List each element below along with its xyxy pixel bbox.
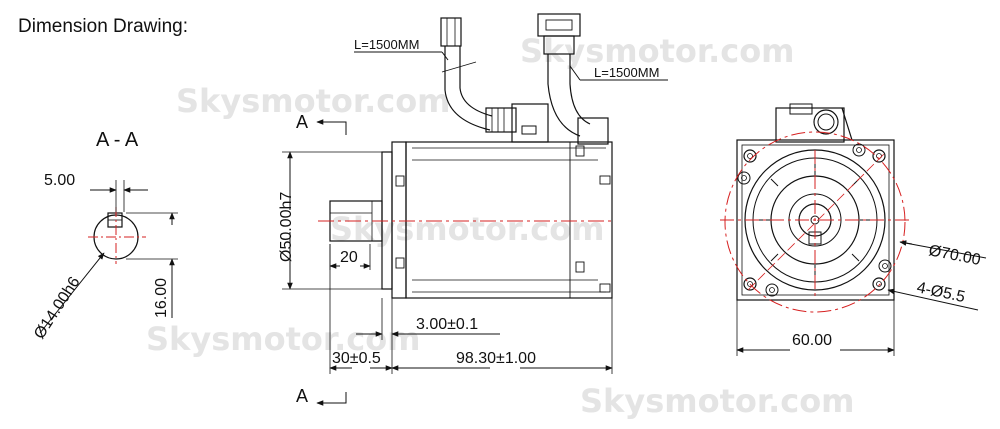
pilot-diameter-label: Ø50.00h7 — [278, 192, 295, 262]
key-width-label: 5.00 — [44, 172, 75, 189]
section-view: A - A 5.00 16.00 Ø14.00h6 — [31, 129, 178, 342]
key-length-label: 20 — [340, 249, 358, 266]
watermark-2: Skysmotor.com — [520, 32, 795, 70]
motor-body — [405, 141, 613, 299]
side-view: A A L=1500MM — [278, 13, 668, 406]
power-cable-length-label: L=1500MM — [354, 37, 419, 52]
watermark-1: Skysmotor.com — [176, 82, 451, 120]
watermark-3: Skysmotor.com — [330, 210, 605, 248]
watermark-4: Skysmotor.com — [146, 320, 421, 358]
mount-hole-bl — [743, 277, 757, 291]
body-length-label: 98.30±1.00 — [456, 350, 536, 367]
drawing-title: Dimension Drawing: — [18, 16, 189, 37]
mount-hole-tr — [872, 149, 886, 163]
power-cable — [440, 17, 549, 143]
front-connector — [775, 107, 845, 143]
shaft-length-label: 30±0.5 — [332, 350, 381, 367]
mount-hole-br — [872, 277, 886, 291]
section-marker-top: A — [296, 112, 308, 132]
watermark-5: Skysmotor.com — [580, 382, 855, 420]
section-label: A - A — [96, 129, 139, 151]
mount-hole-tl — [743, 149, 757, 163]
pcd-label: Ø70.00 — [927, 242, 982, 269]
flange-width-label: 60.00 — [792, 332, 832, 349]
front-flange — [736, 139, 895, 301]
encoder-cable-length-label: L=1500MM — [594, 65, 659, 80]
encoder-cable — [537, 13, 609, 145]
section-marker-bottom: A — [296, 386, 308, 406]
watermarks: Skysmotor.com Skysmotor.com Skysmotor.co… — [146, 32, 855, 420]
key-height-label: 16.00 — [153, 278, 170, 318]
flange-thickness-label: 3.00±0.1 — [416, 316, 478, 333]
front-view: Ø70.00 4-Ø5.5 60.00 — [720, 103, 987, 356]
shaft-diameter-label: Ø14.00h6 — [31, 274, 84, 342]
